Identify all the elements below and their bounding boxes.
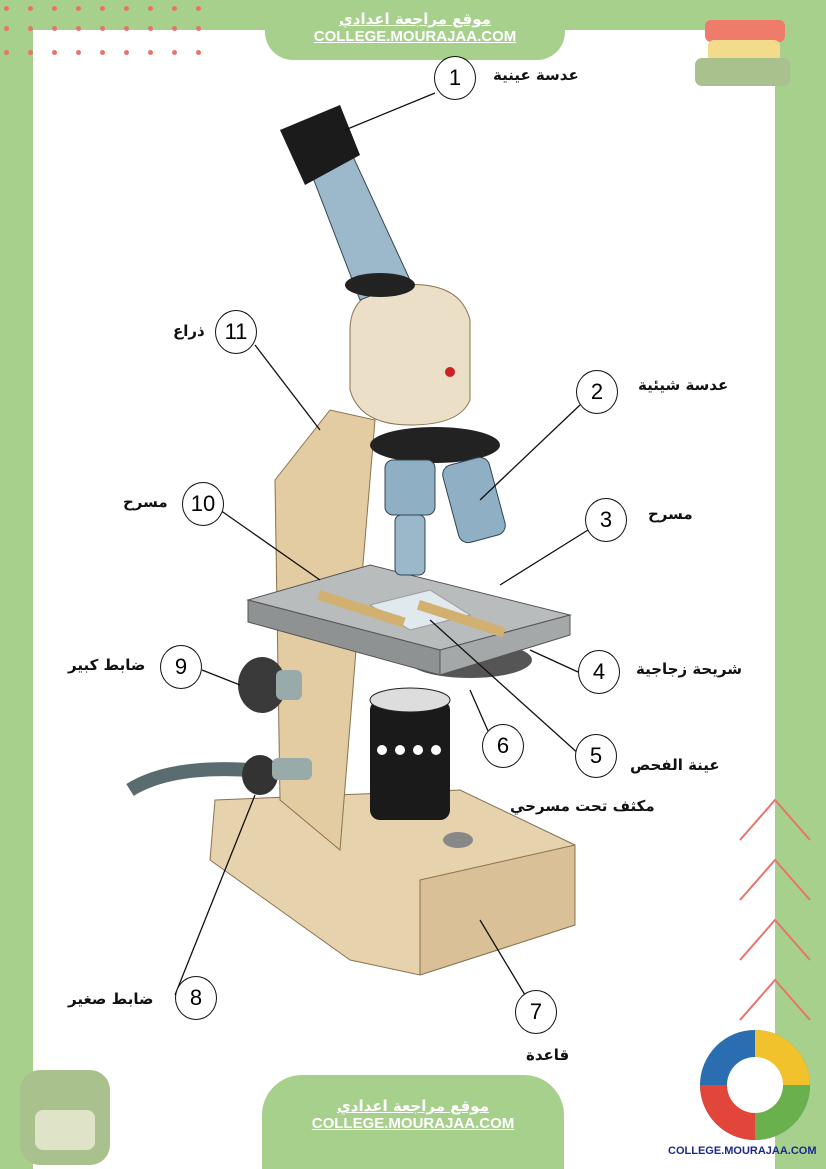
decor-dot xyxy=(76,26,81,31)
decor-dot xyxy=(196,6,201,11)
label-objective-lens: عدسة شيئية xyxy=(638,376,729,394)
fine-knob xyxy=(242,755,312,795)
callout-6: 6 xyxy=(482,724,524,768)
footer-banner: موقع مراجعة اعدادي COLLEGE.MOURAJAA.COM xyxy=(262,1075,564,1169)
callout-4: 4 xyxy=(578,650,620,694)
leader-lines xyxy=(174,92,589,996)
decor-dot xyxy=(124,26,129,31)
label-condenser: مكثف تحت مسرحي xyxy=(510,797,655,815)
decor-dot xyxy=(196,26,201,31)
decor-dot xyxy=(28,6,33,11)
decor-dot xyxy=(148,50,153,55)
callout-7: 7 xyxy=(515,990,557,1034)
decor-dot xyxy=(100,26,105,31)
callout-9: 9 xyxy=(160,645,202,689)
decor-dot xyxy=(100,50,105,55)
label-fine-adjustment: ضابط صغير xyxy=(68,990,154,1008)
decor-dot xyxy=(52,26,57,31)
site-url[interactable]: COLLEGE.MOURAJAA.COM xyxy=(313,28,517,45)
callout-11: 11 xyxy=(215,310,257,354)
site-url[interactable]: COLLEGE.MOURAJAA.COM xyxy=(311,1115,515,1132)
label-stage: مسرح xyxy=(648,505,693,523)
decor-dot xyxy=(4,6,9,11)
header-banner: موقع مراجعة اعدادي COLLEGE.MOURAJAA.COM xyxy=(265,0,565,60)
chevron-decor xyxy=(739,798,811,1021)
books-icon xyxy=(695,20,790,86)
decor-dot xyxy=(28,26,33,31)
decor-dot xyxy=(172,50,177,55)
decor-dot xyxy=(172,26,177,31)
eyepiece xyxy=(280,105,415,301)
decor-dot xyxy=(124,50,129,55)
callout-1: 1 xyxy=(434,56,476,100)
decor-dot xyxy=(148,26,153,31)
label-coarse-adjustment: ضابط كبير xyxy=(68,656,146,674)
decor-dot xyxy=(124,6,129,11)
school-logo-icon xyxy=(700,1030,810,1140)
label-stage-clip: مسرح xyxy=(123,493,168,511)
decor-dot xyxy=(100,6,105,11)
decor-dot xyxy=(4,50,9,55)
callout-5: 5 xyxy=(575,734,617,778)
decor-dot xyxy=(28,50,33,55)
microscope-head xyxy=(349,283,471,426)
logo-caption: COLLEGE.MOURAJAA.COM xyxy=(668,1145,817,1157)
decor-dot xyxy=(172,6,177,11)
label-arm: ذراع xyxy=(173,322,205,340)
callout-2: 2 xyxy=(576,370,618,414)
stage xyxy=(246,564,572,678)
label-specimen: عينة الفحص xyxy=(630,756,720,774)
label-eyepiece: عدسة عينية xyxy=(493,66,579,84)
condenser xyxy=(369,687,451,820)
decor-dot xyxy=(76,50,81,55)
site-name: موقع مراجعة اعدادي xyxy=(339,10,491,28)
callout-10: 10 xyxy=(182,482,224,526)
label-base: قاعدة xyxy=(526,1046,570,1064)
objectives xyxy=(370,427,506,576)
label-glass-slide: شريحة زجاجية xyxy=(636,660,742,678)
decor-dot xyxy=(4,26,9,31)
decor-dot xyxy=(52,50,57,55)
callout-8: 8 xyxy=(175,976,217,1020)
site-name: موقع مراجعة اعدادي xyxy=(337,1097,489,1115)
decorative-dots xyxy=(0,0,201,60)
decor-dot xyxy=(76,6,81,11)
decor-dot xyxy=(52,6,57,11)
decor-dot xyxy=(148,6,153,11)
coarse-knob xyxy=(238,657,302,713)
decor-dot xyxy=(196,50,201,55)
power-cable xyxy=(126,762,251,797)
backpack-icon xyxy=(20,1070,110,1165)
callout-3: 3 xyxy=(585,498,627,542)
